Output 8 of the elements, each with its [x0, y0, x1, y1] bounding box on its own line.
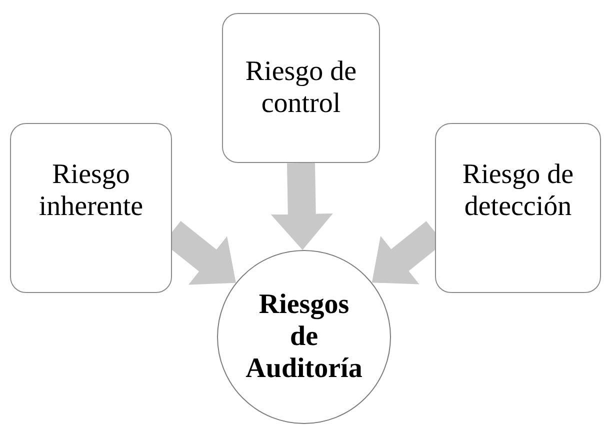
box-label: Riesgo inherente [38, 158, 144, 224]
process-box [10, 123, 172, 293]
box-label: Riesgo de control [244, 56, 358, 120]
circle-label: Riesgos de Auditoría [244, 288, 364, 386]
process-box [435, 123, 601, 293]
box-label: Riesgo de detección [461, 158, 575, 224]
process-box [222, 13, 380, 163]
block-arrow [270, 162, 333, 250]
